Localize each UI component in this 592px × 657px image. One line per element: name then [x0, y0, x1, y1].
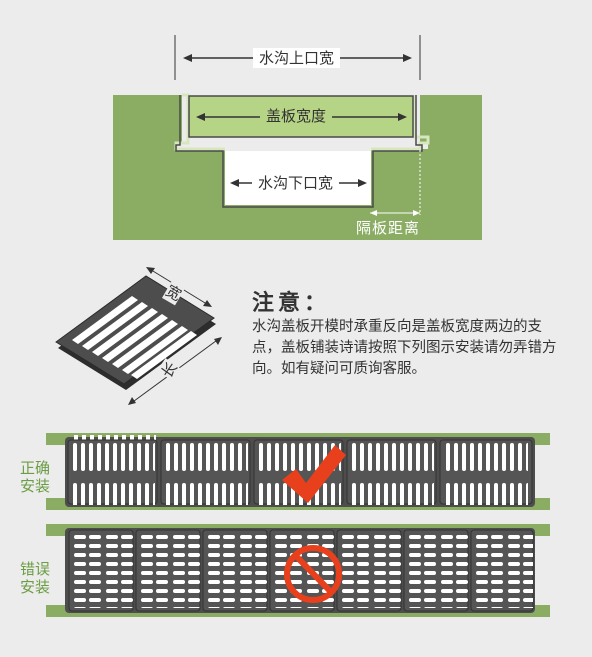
correct-label-line-2: 安装	[19, 477, 50, 495]
grate-illustration	[55, 267, 222, 405]
frame-right	[371, 95, 430, 151]
correct-install	[46, 433, 550, 510]
wrong-grate-row	[68, 529, 534, 612]
cover-width-label: 盖板宽度	[260, 106, 333, 126]
gap-label: 隔板距离	[356, 219, 421, 237]
install-examples	[46, 433, 550, 617]
correct-install-label: 正确 安装	[15, 459, 55, 495]
wrong-install	[46, 524, 550, 617]
top-width-label: 水沟上口宽	[253, 48, 341, 68]
grate-slots	[72, 296, 197, 379]
notice-title: 注意：	[252, 291, 331, 316]
correct-label-line-1: 正确	[19, 459, 50, 477]
bottom-width-label: 水沟下口宽	[252, 173, 340, 193]
check-icon	[282, 445, 346, 503]
notice-body: 水沟盖板开模时承重反向是盖板宽度两边的支点，盖板铺装诗请按照下列图示安装请勿弄错…	[252, 319, 557, 377]
wrong-install-label: 错误 安装	[15, 560, 55, 596]
wrong-label-line-2: 安装	[19, 578, 50, 596]
wrong-label-line-1: 错误	[19, 560, 50, 578]
prohibited-icon	[284, 545, 342, 603]
ground-block	[113, 95, 482, 240]
